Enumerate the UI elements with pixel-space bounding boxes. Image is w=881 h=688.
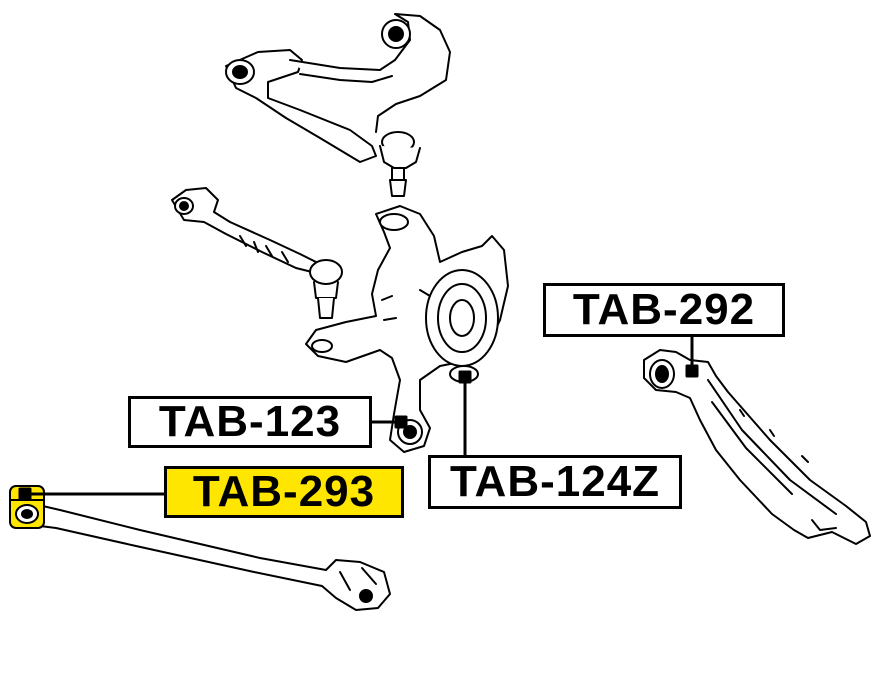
- trailing-arm: [33, 503, 391, 611]
- lateral-link: [171, 187, 343, 319]
- leader-marker-292: [685, 364, 699, 378]
- rear-lower-arm: [643, 349, 871, 545]
- leader-marker-124z: [458, 370, 472, 384]
- leader-marker-293: [18, 487, 32, 501]
- part-label-tab-292: TAB-292: [543, 283, 785, 337]
- leader-marker-123: [394, 415, 408, 429]
- leader-lines: [18, 334, 699, 501]
- part-label-tab-293: TAB-293: [164, 466, 404, 518]
- steering-knuckle: [305, 205, 509, 453]
- upper-control-arm: [225, 13, 451, 197]
- bushing-icon: [9, 485, 45, 529]
- part-label-tab-124z: TAB-124Z: [428, 455, 682, 509]
- part-label-tab-123: TAB-123: [128, 396, 372, 448]
